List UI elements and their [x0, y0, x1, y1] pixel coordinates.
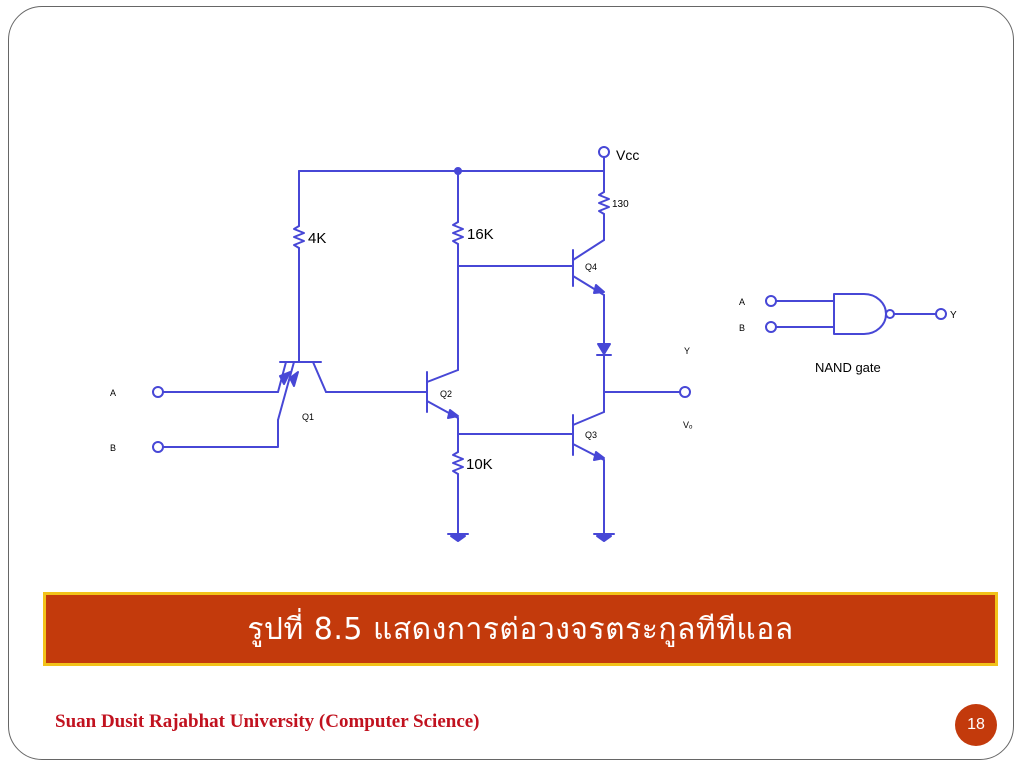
- q1-emitter-b: [277, 361, 295, 421]
- diode: [597, 343, 611, 355]
- slide-frame: [8, 6, 1014, 760]
- q2-arrow: [447, 409, 459, 419]
- footer-university: Suan Dusit Rajabhat University (Computer…: [55, 711, 480, 732]
- r4-resistor: [452, 451, 464, 475]
- input-a-terminal: [152, 386, 164, 398]
- nand-input-a-terminal: [765, 295, 777, 307]
- nand-input-b-terminal: [765, 321, 777, 333]
- output-y-label: Y: [684, 346, 690, 356]
- vcc-label: Vcc: [616, 147, 639, 163]
- q3-arrow: [593, 451, 605, 461]
- r3-resistor: [598, 191, 610, 215]
- output-terminal: [679, 386, 691, 398]
- q1-arrow-b: [289, 371, 299, 387]
- r4-label: 10K: [466, 456, 493, 473]
- input-b-label: B: [110, 443, 116, 453]
- q4-collector: [572, 239, 605, 261]
- ground-left-shape: [450, 535, 466, 542]
- caption-bar: รูปที่ 8.5 แสดงการต่อวงจรตระกูลทีทีแอล: [43, 592, 998, 666]
- input-b-terminal: [152, 441, 164, 453]
- nand-input-b-label: B: [739, 323, 745, 333]
- q1-collector: [312, 361, 327, 393]
- ground-right-shape: [596, 535, 612, 542]
- r2-label: 16K: [467, 226, 494, 243]
- page-number-badge: 18: [955, 704, 997, 746]
- nand-gate-bubble: [885, 309, 895, 319]
- output-vo-label: Vₒ: [683, 420, 693, 430]
- nand-gate-label: NAND gate: [815, 360, 881, 375]
- q1-label: Q1: [302, 412, 314, 422]
- input-b-wire: [162, 419, 279, 448]
- input-a-label: A: [110, 388, 116, 398]
- q2-collector: [426, 369, 459, 383]
- figure-caption: รูปที่ 8.5 แสดงการต่อวงจรตระกูลทีทีแอล: [247, 611, 794, 647]
- q4-label: Q4: [585, 262, 597, 272]
- nand-gate-body: [833, 293, 887, 335]
- nand-input-a-label: A: [739, 297, 745, 307]
- r1-label: 4K: [308, 230, 326, 247]
- r1-resistor: [293, 225, 305, 249]
- q4-arrow: [593, 284, 605, 294]
- nand-output-label: Y: [950, 310, 957, 321]
- q1-arrow-a: [279, 371, 291, 385]
- r3-label: 130: [612, 199, 629, 210]
- r2-resistor: [452, 221, 464, 245]
- vcc-terminal: [598, 146, 610, 158]
- q3-collector: [572, 411, 605, 426]
- nand-output-terminal: [935, 308, 947, 320]
- q3-label: Q3: [585, 430, 597, 440]
- q2-label: Q2: [440, 389, 452, 399]
